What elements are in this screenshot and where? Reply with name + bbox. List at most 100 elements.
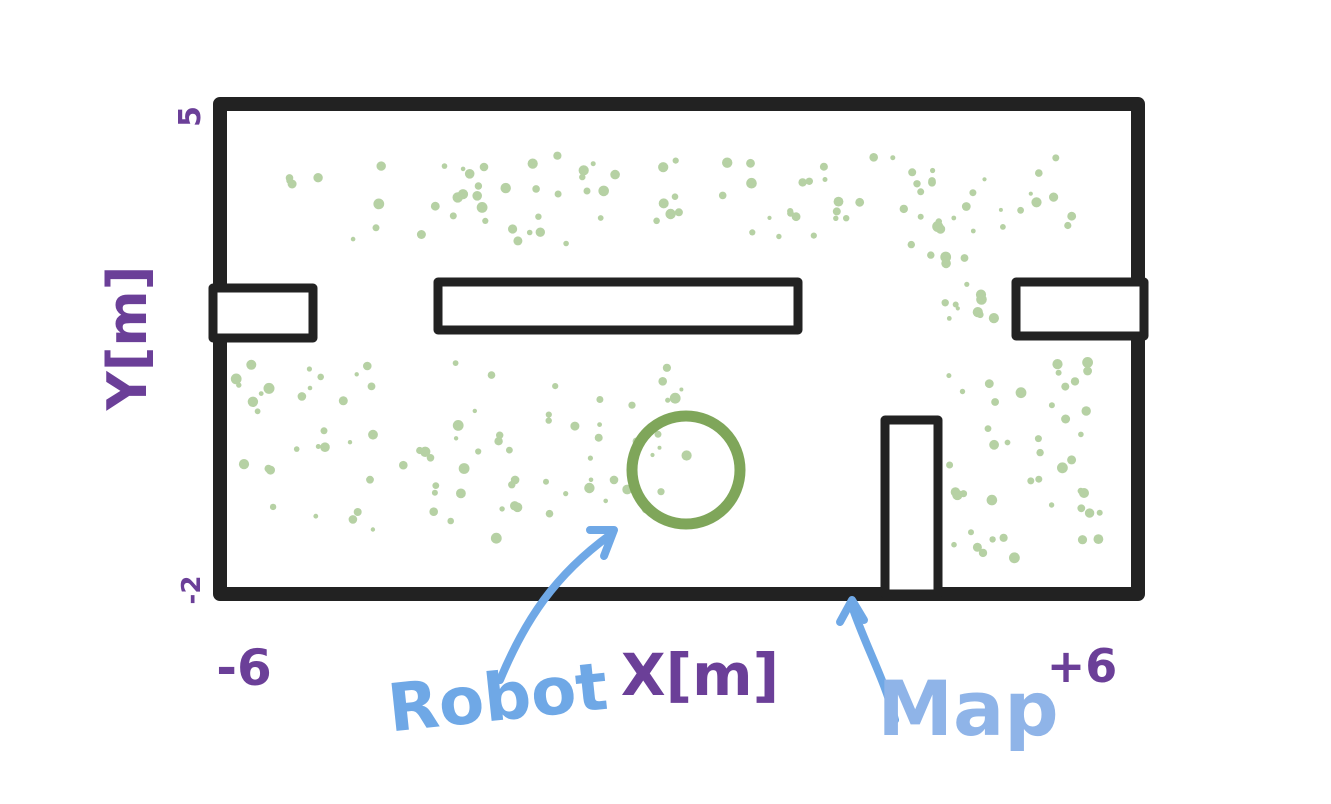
particle — [970, 228, 976, 234]
particle — [285, 174, 294, 182]
vertical-obstacle — [880, 415, 943, 599]
particle — [1048, 402, 1055, 409]
particle — [819, 162, 828, 171]
particle — [1000, 224, 1006, 230]
particle — [579, 173, 586, 181]
particle — [263, 382, 275, 394]
particle — [370, 527, 376, 532]
particle — [372, 224, 380, 232]
particle-cloud — [230, 151, 1104, 564]
particle — [665, 208, 676, 220]
particle — [959, 388, 966, 395]
particle — [833, 215, 839, 221]
particle — [1064, 221, 1072, 230]
particle — [1083, 366, 1092, 376]
particle — [961, 202, 971, 211]
particle — [746, 177, 757, 189]
particle — [499, 506, 505, 512]
particle — [843, 215, 850, 222]
robot-arrow — [496, 531, 614, 684]
particle — [672, 157, 679, 164]
x-max-label: +6 — [1047, 639, 1118, 693]
particle — [366, 475, 374, 484]
particle — [430, 201, 440, 211]
particle — [767, 215, 772, 220]
particle — [590, 161, 596, 167]
particle — [348, 515, 358, 524]
y-max-label: 5 — [173, 106, 208, 127]
particle — [578, 165, 589, 176]
left-wall-obstacle — [208, 283, 318, 343]
particle — [429, 507, 439, 516]
particle — [441, 163, 448, 169]
particle — [476, 202, 488, 213]
particle — [475, 448, 482, 455]
particle — [553, 151, 562, 160]
particle — [1093, 534, 1104, 544]
particle — [506, 446, 513, 454]
map-arrow — [848, 602, 899, 724]
particle — [460, 166, 466, 172]
particle — [496, 431, 504, 439]
particle — [776, 233, 782, 240]
particle — [658, 162, 669, 173]
particle — [432, 482, 440, 489]
particle — [927, 251, 935, 259]
particle — [315, 444, 321, 449]
particle — [1028, 191, 1033, 196]
particle — [679, 387, 684, 392]
particle — [238, 459, 250, 470]
particle — [917, 188, 925, 196]
particle — [313, 173, 323, 183]
particle — [532, 185, 540, 193]
particle — [1036, 448, 1044, 457]
particle — [1034, 435, 1042, 443]
particle — [266, 465, 275, 475]
particle — [350, 236, 356, 242]
particle — [416, 230, 426, 239]
particle — [1061, 382, 1070, 391]
particle — [628, 401, 636, 409]
particle — [452, 192, 463, 203]
particle — [293, 446, 300, 452]
particle — [482, 217, 489, 224]
particle — [269, 503, 277, 511]
particle — [722, 157, 733, 168]
particle — [1035, 169, 1043, 177]
particle — [1052, 154, 1060, 162]
particle — [671, 193, 679, 200]
y-min-label: -2 — [177, 576, 207, 605]
particle — [563, 491, 569, 497]
right-wall-obstacle — [1011, 277, 1149, 341]
particle — [989, 439, 999, 450]
particle — [597, 215, 604, 221]
particle — [890, 155, 896, 161]
particle — [472, 191, 483, 201]
particle — [297, 392, 307, 401]
particle — [917, 213, 924, 220]
particle — [513, 236, 523, 246]
particle — [951, 215, 957, 221]
particle — [669, 392, 681, 404]
particle — [313, 513, 319, 519]
particle — [431, 489, 438, 496]
particle — [810, 232, 817, 239]
particle — [946, 316, 952, 321]
particle — [1096, 509, 1103, 516]
particle — [353, 508, 362, 516]
particle — [535, 213, 542, 220]
particle — [507, 224, 518, 234]
particle — [1084, 508, 1095, 518]
particle — [681, 450, 692, 461]
particle — [354, 372, 359, 377]
particle — [653, 217, 660, 225]
particle — [1061, 414, 1071, 424]
particle — [650, 452, 655, 458]
particle — [363, 361, 372, 371]
particle — [338, 396, 348, 406]
particle — [1070, 377, 1080, 386]
particle — [320, 427, 328, 435]
particle — [474, 182, 483, 190]
particle — [447, 517, 455, 525]
